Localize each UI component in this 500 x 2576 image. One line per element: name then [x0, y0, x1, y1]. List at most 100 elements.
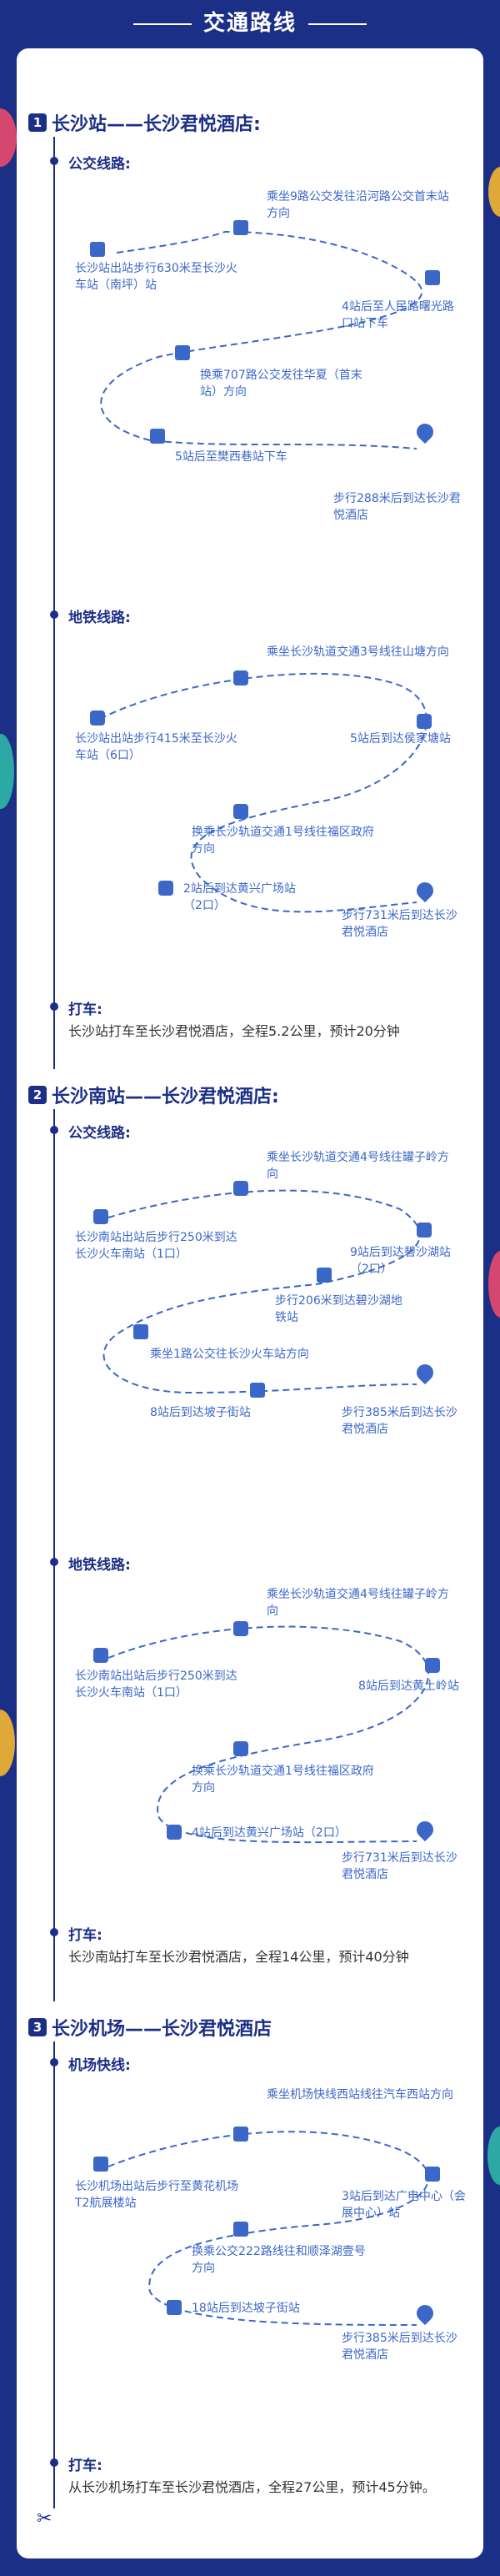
route-step: 乘坐1路公交往长沙火车站方向	[150, 1348, 309, 1361]
subway-icon	[233, 1621, 248, 1636]
timeline-dot	[50, 2058, 58, 2066]
bus-icon	[93, 2157, 108, 2172]
timeline-rail	[53, 137, 55, 1069]
route-step: 5站后至樊西巷站下车	[175, 450, 288, 464]
timeline-dot	[50, 1558, 58, 1566]
bus-icon	[233, 220, 248, 235]
taxi-info: 长沙站打车至长沙君悦酒店，全程5.2公里，预计20分钟	[68, 1023, 400, 1039]
timeline-rail	[53, 1109, 55, 2001]
route-step: 乘坐长沙轨道交通4号线往罐子岭方向	[267, 1588, 449, 1618]
subway-icon	[90, 711, 105, 726]
decoration-right-low	[488, 2127, 500, 2185]
subway-icon	[233, 1181, 248, 1196]
route-step: 9站后到达碧沙湖站（2口）	[350, 1246, 451, 1276]
route-step: 步行385米后到达长沙君悦酒店	[342, 1406, 458, 1436]
route-step: 步行731米后到达长沙君悦酒店	[342, 1851, 458, 1881]
bus-icon	[175, 345, 190, 360]
route-step: 4站后至人民路曙光路口站下车	[342, 300, 454, 330]
section-number: 2	[28, 1086, 47, 1104]
route-step: 乘坐长沙轨道交通3号线往山塘方向	[267, 645, 449, 659]
taxi-info: 长沙南站打车至长沙君悦酒店，全程14公里，预计40分钟	[68, 1949, 409, 1965]
bus-icon	[425, 270, 440, 285]
timeline-dot	[50, 1928, 58, 1936]
route-step: 3站后到达广电中心（会展中心）站	[342, 2190, 466, 2220]
timeline-dot	[50, 2458, 58, 2467]
subway-icon	[233, 670, 248, 685]
taxi-label: 打车:	[68, 1927, 102, 1944]
subway-icon	[158, 881, 173, 896]
route-step: 乘坐机场快线西站线往汽车西站方向	[267, 2088, 453, 2101]
bus-route-label: 公交线路:	[68, 156, 131, 173]
route-step: 2站后到达黄兴广场站（2口）	[183, 882, 296, 912]
taxi-label: 打车:	[68, 1002, 102, 1018]
bus-icon	[425, 2167, 440, 2182]
route-step: 长沙南站出站后步行250米到达长沙火车南站（1口）	[75, 1670, 238, 1700]
section-number: 3	[28, 2018, 47, 2036]
route-step: 换乘707路公交发往华夏（首末站）方向	[200, 369, 362, 399]
content-card: 1 长沙站——长沙君悦酒店: 公交线路: 长沙站出站步行630米至长沙火车站（南…	[17, 48, 483, 2558]
timeline-dot	[50, 157, 58, 165]
route-step: 步行385米后到达长沙君悦酒店	[342, 2332, 458, 2362]
route-path	[108, 1625, 429, 1844]
route-step: 步行206米到达碧沙湖地铁站	[275, 1294, 402, 1324]
subway-icon	[93, 1648, 108, 1663]
section-2-header: 2 长沙南站——长沙君悦酒店:	[28, 1081, 279, 1109]
route-step: 步行731米后到达长沙君悦酒店	[342, 909, 458, 939]
section-number: 1	[28, 113, 47, 132]
route-path	[99, 672, 428, 913]
bus-icon	[233, 2127, 248, 2142]
subway-icon	[425, 1658, 440, 1673]
route-step: 8站后到达黄土岭站	[358, 1680, 459, 1693]
subway-icon	[93, 1209, 108, 1224]
decoration-right-top	[488, 167, 500, 217]
subway-icon	[417, 714, 432, 729]
bus-route-diagram: 长沙站出站步行630米至长沙火车站（南坪）站 乘坐9路公交发往沿河路公交首末站方…	[67, 173, 467, 574]
bus-icon	[250, 1383, 265, 1398]
subway-icon	[233, 804, 248, 819]
route-step: 步行288米后到达长沙君悦酒店	[333, 492, 461, 522]
route-step: 乘坐长沙轨道交通4号线往罐子岭方向	[267, 1151, 449, 1181]
bus-icon	[90, 242, 105, 257]
timeline-rail	[53, 2041, 55, 2508]
taxi-label: 打车:	[68, 2458, 102, 2474]
metro-route-diagram: 长沙站出站步行415米至长沙火车站（6口） 乘坐长沙轨道交通3号线往山塘方向 5…	[67, 627, 467, 977]
decoration-left-low	[0, 1710, 15, 1776]
section-title: 长沙站——长沙君悦酒店:	[52, 114, 261, 135]
bus-icon	[233, 2222, 248, 2237]
decoration-right-mid	[488, 1251, 500, 1318]
route-step: 长沙站出站步行415米至长沙火车站（6口）	[75, 732, 238, 762]
section-title: 长沙机场——长沙君悦酒店	[52, 2019, 272, 2040]
route-step: 5站后到达侯家塘站	[350, 732, 451, 746]
scissors-icon: ✂	[37, 2508, 52, 2529]
section-3-header: 3 长沙机场——长沙君悦酒店	[28, 2013, 272, 2041]
route-step: 长沙站出站步行630米至长沙火车站（南坪）站	[75, 262, 238, 292]
route-step: 乘坐9路公交发往沿河路公交首末站方向	[267, 190, 449, 220]
airport-express-label: 机场快线:	[68, 2057, 131, 2074]
route-step: 长沙机场出站后步行至黄花机场T2航展楼站	[75, 2180, 238, 2210]
timeline-dot	[50, 1126, 58, 1134]
bus-route-diagram: 长沙南站出站后步行250米到达长沙火车南站（1口） 乘坐长沙轨道交通4号线往罐子…	[67, 1142, 467, 1534]
decoration-left-top	[0, 108, 17, 167]
metro-route-label: 地铁线路:	[68, 1557, 131, 1574]
timeline-dot	[50, 1002, 58, 1011]
section-1-header: 1 长沙站——长沙君悦酒店:	[28, 108, 261, 137]
route-step: 4站后到达黄兴广场站（2口）	[192, 1826, 347, 1840]
subway-icon	[417, 1223, 432, 1238]
bus-route-label: 公交线路:	[68, 1125, 131, 1142]
route-path	[108, 2131, 429, 2326]
route-step: 换乘公交222路线往和顺泽湖壹号方向	[192, 2245, 366, 2275]
subway-icon	[167, 1825, 182, 1840]
route-step: 长沙南站出站后步行250米到达长沙火车南站（1口）	[75, 1231, 238, 1261]
bus-icon	[150, 429, 165, 444]
route-step: 换乘长沙轨道交通1号线往福区政府方向	[192, 826, 374, 856]
subway-icon	[233, 1741, 248, 1756]
route-path	[102, 1189, 421, 1394]
route-step: 18站后到达坡子街站	[192, 2302, 300, 2315]
bus-icon	[167, 2300, 182, 2315]
metro-route-label: 地铁线路:	[68, 610, 131, 626]
bus-icon	[317, 1268, 332, 1283]
bus-icon	[133, 1324, 148, 1339]
decoration-left-mid	[0, 734, 14, 809]
taxi-info: 从长沙机场打车至长沙君悦酒店，全程27公里，预计45分钟。	[68, 2479, 436, 2495]
metro-route-diagram: 长沙南站出站后步行250米到达长沙火车南站（1口） 乘坐长沙轨道交通4号线往罐子…	[67, 1574, 467, 1933]
